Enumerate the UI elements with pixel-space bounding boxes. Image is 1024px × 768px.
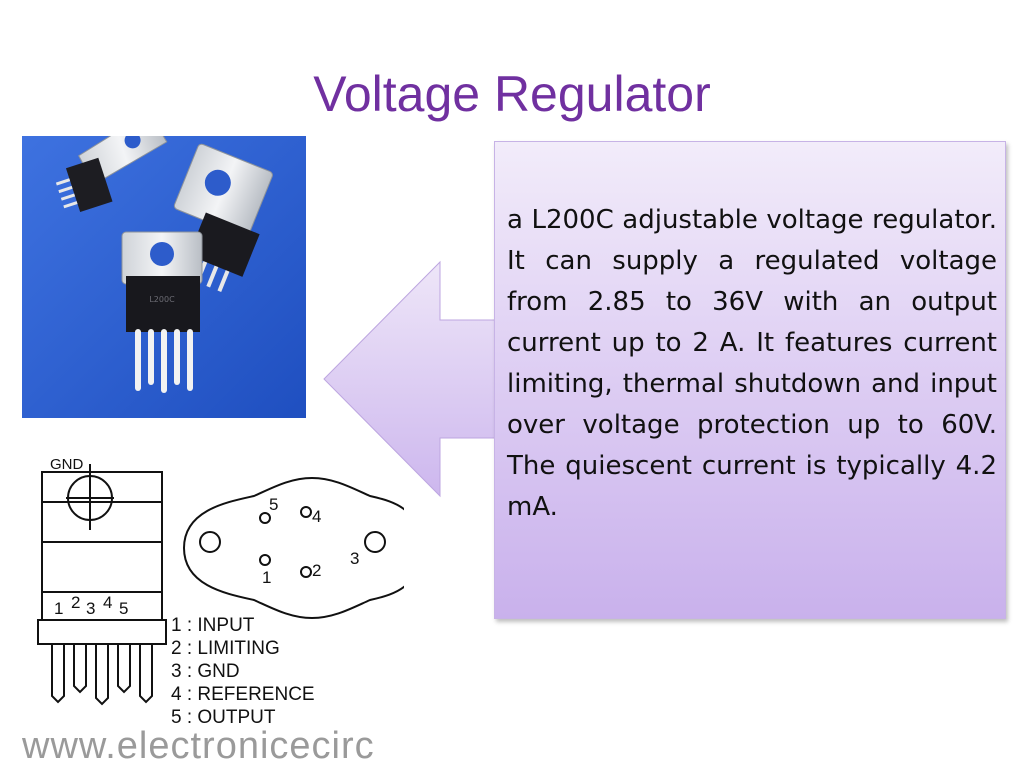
to3-pin-number: 5 [269,495,278,514]
svg-text:L200C: L200C [149,295,175,304]
to3-pin-number: 2 [312,561,321,580]
to3-pin-number: 1 [262,568,271,587]
pin-legend-item: 4 : REFERENCE [171,684,315,705]
left-arrow-shape [320,256,500,502]
pin-legend-item: 3 : GND [171,661,240,682]
to220-pin-number: 5 [119,599,128,618]
pin-legend: 1 : INPUT 2 : LIMITING 3 : GND 4 : REFER… [171,614,315,729]
pinout-diagram: GND 1 2 3 4 5 1 2 3 4 5 [22,450,404,768]
watermark-text: www.electronicecirc [22,725,375,767]
to220-pin-number: 4 [103,593,112,612]
pin-legend-item: 5 : OUTPUT [171,707,276,728]
slide-title: Voltage Regulator [313,66,711,122]
to3-pin-number: 4 [312,507,321,526]
to220-pin-number: 3 [86,599,95,618]
to220-pin-number: 1 [54,599,63,618]
description-callout: a L200C adjustable voltage regulator. It… [494,141,1006,619]
gnd-label: GND [50,456,84,473]
to220-pin-number: 2 [71,593,80,612]
description-text: a L200C adjustable voltage regulator. It… [507,205,997,522]
to3-pin-number: 3 [350,549,359,568]
pin-legend-item: 1 : INPUT [171,615,255,636]
regulator-photo: L200C [22,136,306,418]
pin-legend-item: 2 : LIMITING [171,638,280,659]
